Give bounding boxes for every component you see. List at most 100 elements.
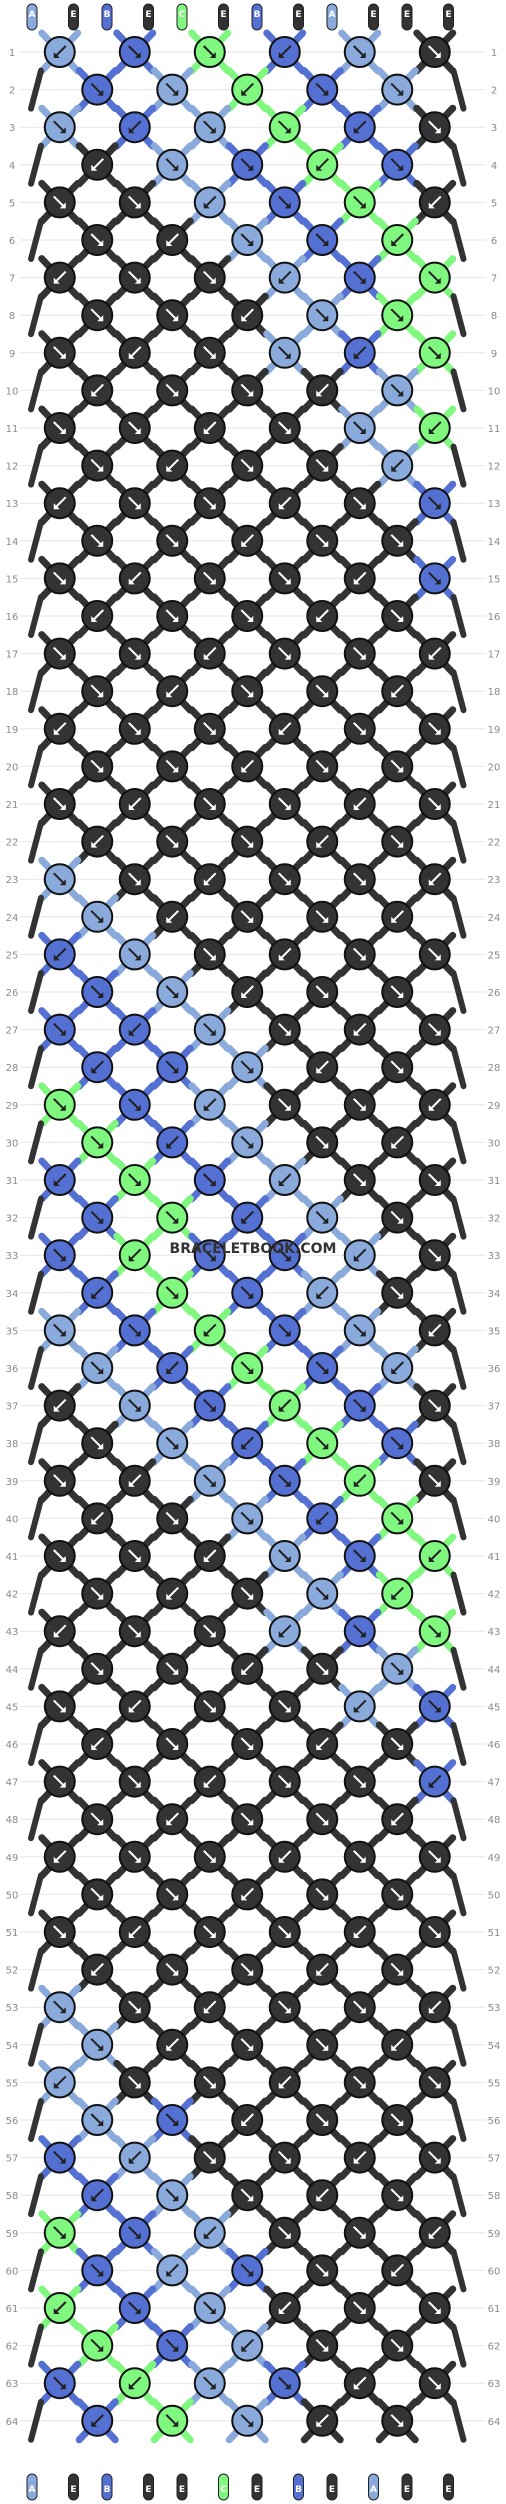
- row-number-right: 47: [488, 1778, 501, 1789]
- row-number-right: 22: [488, 838, 501, 849]
- knot-arrow-head: [428, 428, 435, 434]
- knot-arrow-head: [397, 1668, 404, 1675]
- knot-arrow-head: [134, 428, 141, 434]
- knot-arrow-head: [434, 503, 441, 510]
- knot-arrow-head: [434, 352, 441, 359]
- knot-arrow-head: [359, 202, 366, 209]
- knot-arrow-head: [247, 841, 254, 848]
- knot-arrow-head: [134, 52, 141, 58]
- knot-arrow-head: [284, 1330, 291, 1337]
- knot-arrow-head: [91, 164, 98, 171]
- row-number-left: 5: [9, 198, 15, 209]
- knot-arrow-head: [322, 240, 329, 246]
- knot-arrow-head: [172, 2195, 179, 2202]
- knot-arrow-head: [284, 653, 291, 660]
- knot-arrow-head: [359, 653, 366, 660]
- knot-arrow-head: [284, 1556, 291, 1562]
- knot-arrow-head: [128, 2157, 135, 2164]
- knot-arrow-head: [59, 428, 66, 434]
- knot-arrow-head: [284, 1706, 291, 1713]
- row-number-right: 34: [488, 1289, 501, 1300]
- knot-arrow-head: [359, 428, 366, 434]
- edge-string: [28, 1872, 44, 1917]
- knot-arrow-head: [247, 390, 254, 397]
- knot-arrow-head: [284, 804, 291, 810]
- top-string-stub: [68, 3, 79, 31]
- knot-arrow-head: [209, 1706, 216, 1713]
- knot-arrow-head: [59, 2157, 66, 2164]
- knot-arrow-head: [316, 390, 323, 397]
- row-number-left: 46: [6, 1740, 19, 1751]
- row-number-right: 30: [488, 1138, 501, 1149]
- knot-arrow-head: [428, 2232, 435, 2239]
- knot-arrow-head: [97, 2044, 104, 2051]
- edge-string: [28, 1496, 44, 1541]
- knot-arrow-head: [97, 1668, 104, 1675]
- knot-arrow-head: [359, 1180, 366, 1186]
- knot-arrow-head: [209, 1932, 216, 1938]
- knot-arrow-head: [397, 841, 404, 848]
- knot-arrow-head: [353, 1480, 360, 1487]
- knot-arrow-head: [397, 89, 404, 96]
- knot-arrow-head: [428, 1781, 435, 1788]
- knot-arrow-head: [397, 1518, 404, 1525]
- edge-string: [450, 2248, 467, 2293]
- knot-arrow-head: [134, 503, 141, 510]
- knot-arrow-head: [247, 1819, 254, 1826]
- knot-arrow-head: [172, 1894, 179, 1901]
- knot-arrow-head: [284, 1029, 291, 1036]
- knot-arrow-head: [128, 1255, 135, 1262]
- knot-arrow-head: [209, 2157, 216, 2164]
- knot-arrow-head: [284, 1255, 291, 1262]
- knot-arrow-head: [391, 240, 398, 246]
- row-number-left: 57: [6, 2154, 19, 2165]
- row-number-right: 11: [488, 424, 501, 435]
- knot-arrow-head: [134, 2308, 141, 2314]
- knot-arrow-head: [322, 2270, 329, 2277]
- edge-string: [28, 368, 44, 413]
- row-number-left: 55: [6, 2078, 19, 2089]
- knot-arrow-head: [172, 89, 179, 96]
- knot-arrow-head: [53, 1631, 60, 1638]
- knot-arrow-head: [97, 1142, 104, 1149]
- row-number-left: 10: [6, 386, 19, 397]
- knot-arrow-head: [172, 2345, 179, 2352]
- row-number-right: 25: [488, 950, 501, 961]
- row-number-left: 14: [6, 537, 19, 548]
- knot-arrow-head: [322, 2044, 329, 2051]
- knot-arrow-head: [91, 1969, 98, 1976]
- knot-arrow-head: [91, 1518, 98, 1525]
- row-number-right: 49: [488, 1853, 501, 1864]
- knot-arrow-head: [434, 1029, 441, 1036]
- edge-string: [450, 1646, 467, 1691]
- row-number-right: 57: [488, 2154, 501, 2165]
- row-number-right: 9: [491, 349, 497, 360]
- knot-arrow-head: [128, 1029, 135, 1036]
- row-number-left: 41: [6, 1552, 19, 1563]
- knot-arrow-head: [59, 1556, 66, 1562]
- row-number-left: 54: [6, 2041, 19, 2052]
- knot-arrow-head: [428, 2007, 435, 2014]
- row-number-left: 27: [6, 1026, 19, 1037]
- edge-string: [28, 1947, 44, 1992]
- knot-arrow-head: [241, 1443, 248, 1450]
- knot-arrow-head: [128, 1932, 135, 1938]
- knot-arrow-head: [247, 1292, 254, 1299]
- edge-string: [28, 218, 44, 262]
- knot-arrow-head: [284, 2007, 291, 2014]
- knot-arrow-head: [209, 1405, 216, 1412]
- knot-arrow-head: [97, 1368, 104, 1374]
- row-number-left: 24: [6, 913, 19, 924]
- knot-arrow-head: [353, 1932, 360, 1938]
- knot-arrow-head: [359, 1405, 366, 1412]
- knot-arrow-head: [134, 1180, 141, 1186]
- knot-arrow-head: [91, 841, 98, 848]
- top-string-letter: E: [370, 10, 376, 20]
- knot-arrow-head: [172, 1067, 179, 1074]
- top-string-stub: [26, 3, 38, 31]
- knot-arrow-head: [359, 2082, 366, 2089]
- bottom-string-letter: E: [70, 2485, 76, 2495]
- knot-arrow-head: [434, 2157, 441, 2164]
